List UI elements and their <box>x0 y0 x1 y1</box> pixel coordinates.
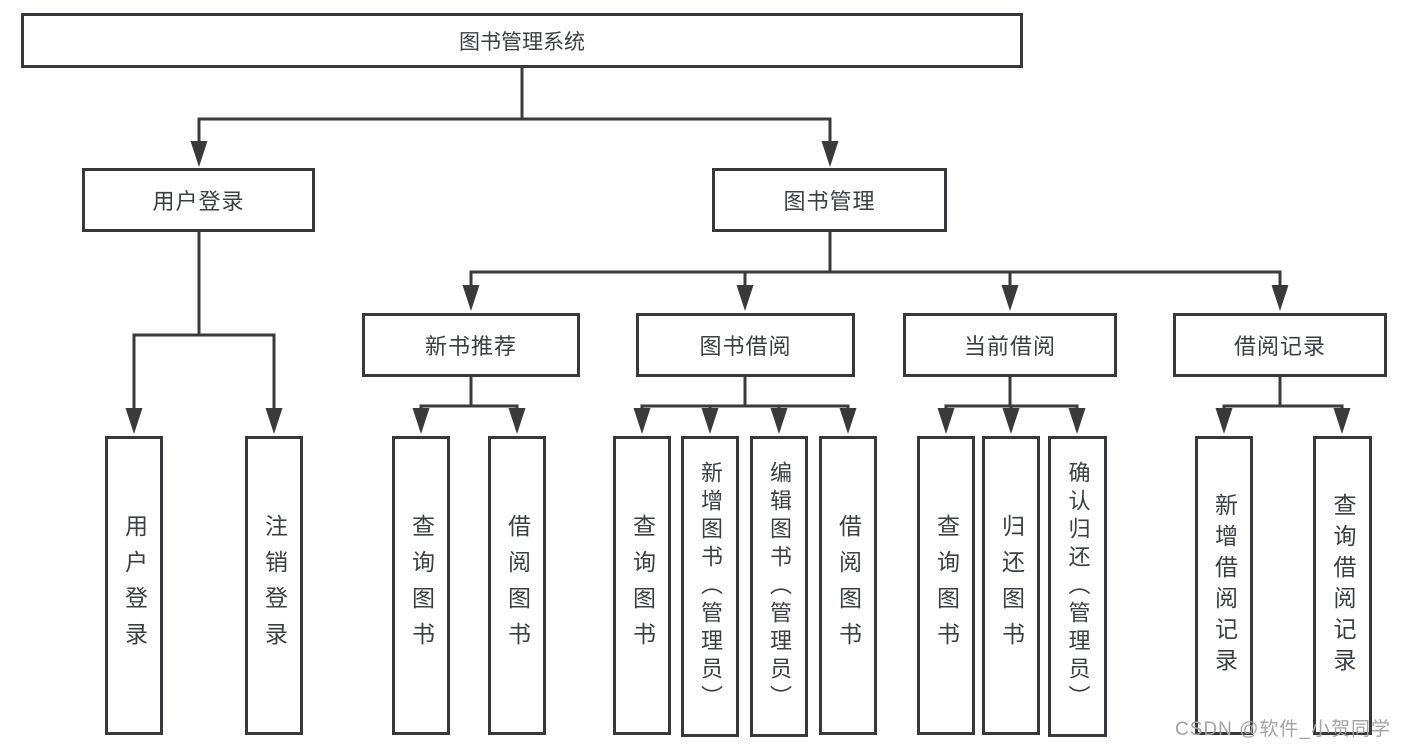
arrowhead-down <box>190 141 208 167</box>
arrowhead-down <box>265 408 283 434</box>
arrowhead-down <box>1215 408 1233 434</box>
node-book-management: 图书管理 <box>712 168 947 232</box>
leaf-borrow-books-borrowing-label: 借阅图书 <box>835 513 862 658</box>
leaf-borrow-books-borrowing: 借阅图书 <box>819 436 877 735</box>
leaf-query-borrow-record: 查询借阅记录 <box>1313 436 1372 735</box>
leaf-query-books-recommend-label: 查询图书 <box>408 513 435 658</box>
leaf-query-books-recommend: 查询图书 <box>392 436 450 735</box>
node-book-borrowing: 图书借阅 <box>636 313 855 377</box>
leaf-return-books-label: 归还图书 <box>998 513 1025 658</box>
leaf-confirm-return-admin: 确认归还（管理员） <box>1048 436 1107 737</box>
node-library-management-system: 图书管理系统 <box>21 13 1023 68</box>
node-user-login: 用户登录 <box>82 168 315 232</box>
arrowhead-down <box>821 141 839 167</box>
leaf-add-books-admin-label: 新增图书（管理员） <box>698 460 723 713</box>
leaf-query-books-borrowing: 查询图书 <box>613 436 671 735</box>
arrowhead-down <box>937 408 955 434</box>
arrowhead-down <box>125 408 143 434</box>
arrowhead-down <box>412 408 430 434</box>
node-borrowing-records: 借阅记录 <box>1173 313 1387 377</box>
leaf-logout: 注销登录 <box>245 436 303 735</box>
csdn-watermark: CSDN @软件_小贺同学 <box>1175 719 1391 740</box>
leaf-logout-label: 注销登录 <box>261 513 288 658</box>
leaf-query-books-borrowing-label: 查询图书 <box>629 513 656 658</box>
arrowhead-down <box>508 408 526 434</box>
leaf-query-borrow-record-label: 查询借阅记录 <box>1330 492 1356 679</box>
node-new-book-recommendation: 新书推荐 <box>362 313 580 377</box>
leaf-borrow-books-recommend: 借阅图书 <box>488 436 546 735</box>
arrowhead-down <box>701 408 719 434</box>
arrowhead-down <box>736 285 754 311</box>
leaf-add-books-admin: 新增图书（管理员） <box>681 436 739 737</box>
arrowhead-down <box>1001 285 1019 311</box>
arrowhead-down <box>1333 408 1351 434</box>
arrowhead-down <box>1068 408 1086 434</box>
arrowhead-down <box>633 408 651 434</box>
arrowhead-down <box>839 408 857 434</box>
leaf-query-books-current: 查询图书 <box>917 436 975 735</box>
arrowhead-down <box>1002 408 1020 434</box>
arrowhead-down <box>1271 285 1289 311</box>
leaf-borrow-books-recommend-label: 借阅图书 <box>504 513 531 658</box>
arrowhead-down <box>770 408 788 434</box>
leaf-edit-books-admin: 编辑图书（管理员） <box>750 436 808 737</box>
leaf-user-login: 用户登录 <box>105 436 163 735</box>
leaf-edit-books-admin-label: 编辑图书（管理员） <box>767 460 792 713</box>
leaf-add-borrow-record-label: 新增借阅记录 <box>1211 492 1238 679</box>
leaf-confirm-return-admin-label: 确认归还（管理员） <box>1065 460 1091 713</box>
leaf-user-login-label: 用户登录 <box>121 513 148 658</box>
leaf-return-books: 归还图书 <box>982 436 1040 735</box>
leaf-query-books-current-label: 查询图书 <box>933 513 960 658</box>
node-current-borrowing: 当前借阅 <box>903 313 1117 377</box>
leaf-add-borrow-record: 新增借阅记录 <box>1195 436 1253 735</box>
arrowhead-down <box>462 285 480 311</box>
